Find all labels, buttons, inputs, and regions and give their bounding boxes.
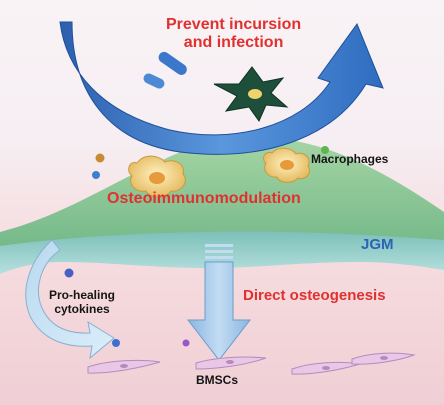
bmsc-nucleus-icon xyxy=(120,356,388,370)
direct-osteogenesis-label: Direct osteogenesis xyxy=(243,287,386,304)
jgm-label: JGM xyxy=(361,236,394,253)
top-title-line1: Prevent incursion xyxy=(166,16,302,33)
pro-healing-line1: Pro-healing xyxy=(49,288,116,302)
top-title: Prevent incursion and infection xyxy=(166,16,301,53)
tissue-layer xyxy=(0,137,444,250)
osteoimmunomodulation-label: Osteoimmunomodulation xyxy=(107,190,301,207)
pro-healing-cytokines-label: Pro-healing cytokines xyxy=(49,288,116,317)
pro-healing-arrow-icon xyxy=(25,239,115,360)
star-cell-icon xyxy=(213,66,289,123)
bacteria-rod-icon xyxy=(143,51,187,89)
macrophage-cell-icon xyxy=(263,147,311,183)
macrophages-label: Macrophages xyxy=(311,152,389,166)
cytokine-dot-icon xyxy=(64,146,329,347)
curved-arrow-icon xyxy=(59,21,384,155)
bmscs-label: BMSCs xyxy=(196,373,239,387)
top-title-line2: and infection xyxy=(183,34,284,52)
macrophage-cell-icon xyxy=(128,155,186,198)
pro-healing-line2: cytokines xyxy=(54,301,110,316)
down-arrow-icon xyxy=(186,244,252,361)
